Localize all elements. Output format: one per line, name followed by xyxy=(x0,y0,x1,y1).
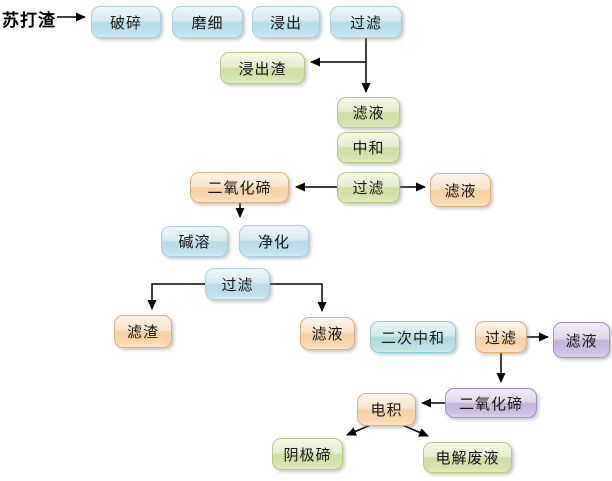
node-purify: 净化 xyxy=(239,225,309,257)
node-electrolysis-waste: 电解废液 xyxy=(423,442,512,473)
node-electrowin: 电积 xyxy=(357,393,416,426)
node-filter1: 过滤 xyxy=(330,6,402,38)
node-crush: 破碎 xyxy=(91,6,161,38)
node-filter-residue: 滤渣 xyxy=(114,315,172,348)
node-filtrate2: 滤液 xyxy=(430,173,491,207)
node-alkali-dissolve: 碱溶 xyxy=(161,226,228,257)
node-tellurium-dioxide2: 二氧化碲 xyxy=(445,388,537,418)
node-leach-residue: 浸出渣 xyxy=(220,52,305,84)
node-filter2: 过滤 xyxy=(337,172,400,203)
node-tellurium-dioxide1: 二氧化碲 xyxy=(190,172,289,203)
node-filtrate3: 滤液 xyxy=(300,317,355,350)
node-leach: 浸出 xyxy=(252,6,320,38)
arrow-filter3-to-filtrate3 xyxy=(270,283,327,312)
node-grind: 磨细 xyxy=(172,6,243,38)
node-filtrate4: 滤液 xyxy=(553,322,610,358)
arrow-electrowin-to-waste xyxy=(399,423,429,437)
arrow-filter3-to-filter-residue xyxy=(147,283,205,310)
node-filtrate1: 滤液 xyxy=(337,97,400,128)
node-cathode-tellurium: 阴极碲 xyxy=(272,438,343,470)
node-filter4: 过滤 xyxy=(475,321,527,353)
node-neutralize: 中和 xyxy=(337,132,400,163)
node-filter3: 过滤 xyxy=(205,268,270,300)
start-label: 苏打渣 xyxy=(2,11,56,31)
node-secondary-neutralize: 二次中和 xyxy=(370,321,456,353)
